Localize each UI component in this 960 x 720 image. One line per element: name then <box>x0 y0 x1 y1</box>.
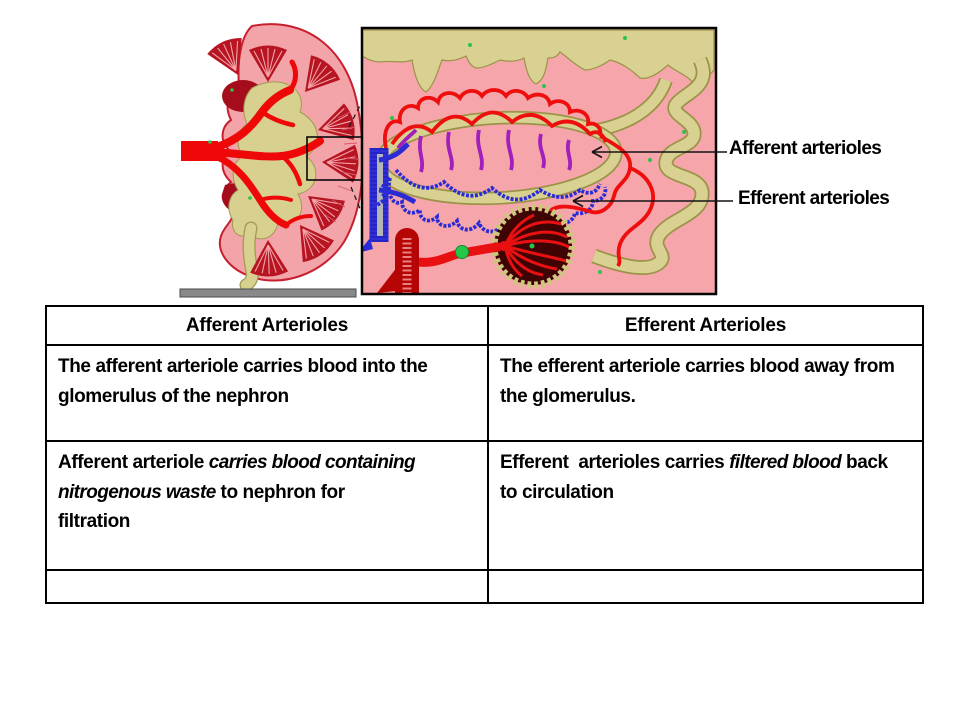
arterial-capillaries <box>383 88 655 268</box>
cell-text: Efferent arterioles carries <box>500 452 730 473</box>
arteriovenous-transitions <box>396 128 573 173</box>
afferent-arterioles-label: Afferent arterioles <box>729 138 882 159</box>
glomerulus-green-dot <box>529 243 535 249</box>
table-empty-row <box>45 569 924 604</box>
cell-text: to nephron for filtration <box>58 481 345 533</box>
efferent-arterioles-label: Efferent arterioles <box>738 188 890 209</box>
afferent-waste-cell: Afferent arteriole carries blood contain… <box>45 440 489 571</box>
nephron-figure <box>360 26 718 296</box>
kidney-green-dots <box>208 88 252 200</box>
efferent-function-cell: The efferent arteriole carries blood awa… <box>487 344 924 442</box>
arteriole-green-dot <box>455 245 469 259</box>
cell-text: The efferent arteriole carries blood awa… <box>500 356 900 407</box>
vein-arrowhead <box>363 238 373 252</box>
renal-artery-branch <box>377 228 419 293</box>
glomerulus <box>490 203 576 289</box>
distal-tubule-winding <box>591 56 711 276</box>
renal-artery <box>181 59 324 229</box>
table-row: Afferent arteriole carries blood contain… <box>45 440 924 571</box>
cell-text: Afferent arteriole <box>58 452 209 473</box>
empty-cell <box>487 569 924 604</box>
ureter <box>239 221 259 292</box>
kidney-figure <box>179 23 374 298</box>
kidney-nephron-illustration <box>179 23 733 298</box>
table-header-row: Afferent Arterioles Efferent Arterioles <box>45 305 924 346</box>
nephron-box-border <box>360 26 718 296</box>
renal-vein-vessel <box>363 142 417 252</box>
empty-cell <box>45 569 489 604</box>
scatter-green-dots <box>390 36 686 274</box>
comparison-table: Afferent Arterioles Efferent Arterioles … <box>45 305 924 604</box>
venous-capillaries <box>371 168 608 235</box>
afferent-function-cell: The afferent arteriole carries blood int… <box>45 344 489 442</box>
gray-base-bar <box>179 288 357 298</box>
efferent-filtered-cell: Efferent arterioles carries filtered blo… <box>487 440 924 571</box>
cell-text: The afferent arteriole carries blood int… <box>58 356 433 407</box>
cell-text-emphasis: carries blood containing nitrogenous was… <box>58 452 420 503</box>
cell-text: back to circulation <box>500 452 893 503</box>
efferent-column-header: Efferent Arterioles <box>487 305 924 346</box>
cortex-tissue-band <box>363 29 715 93</box>
afferent-column-header: Afferent Arterioles <box>45 305 489 346</box>
table-row: The afferent arteriole carries blood int… <box>45 344 924 442</box>
cell-text-emphasis: filtered blood <box>729 452 842 473</box>
efferent-arrow <box>572 194 733 208</box>
afferent-arrow <box>591 145 727 159</box>
cortex-rays <box>323 111 359 223</box>
